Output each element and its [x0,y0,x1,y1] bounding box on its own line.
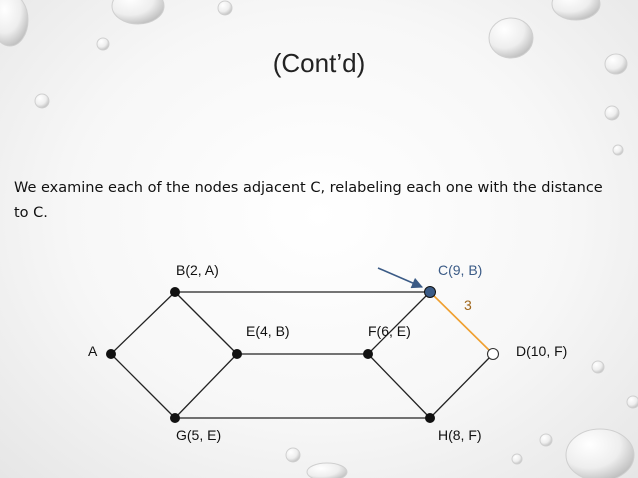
node-label-h: H(8, F) [438,427,482,443]
node-label-d: D(10, F) [516,343,567,359]
node-label-b: B(2, A) [176,262,219,278]
edge-f-c [367,291,431,355]
node-label-g: G(5, E) [176,427,221,443]
node-g [170,413,180,423]
edge-f-h [367,353,431,419]
node-e [232,349,242,359]
node-label-f: F(6, E) [368,323,411,339]
edge-c-d-highlighted [429,291,494,355]
edge-b-e [174,291,238,355]
edge-a-b [110,291,176,355]
node-h [425,413,435,423]
node-label-c: C(9, B) [438,262,482,278]
node-label-a: A [88,343,98,359]
edge-g-e [174,353,238,419]
node-c [424,286,436,298]
node-label-e: E(4, B) [246,323,290,339]
node-b [170,287,180,297]
slide-title: (Cont’d) [272,48,366,78]
slide-body-text: We examine each of the nodes adjacent C,… [14,180,603,221]
edge-h-d [429,353,494,419]
node-a [106,349,116,359]
edge-c-d-weight: 3 [464,297,472,313]
arrow-to-c [377,267,424,289]
edge-a-g [110,353,176,419]
node-d [486,347,500,361]
node-f [363,349,373,359]
